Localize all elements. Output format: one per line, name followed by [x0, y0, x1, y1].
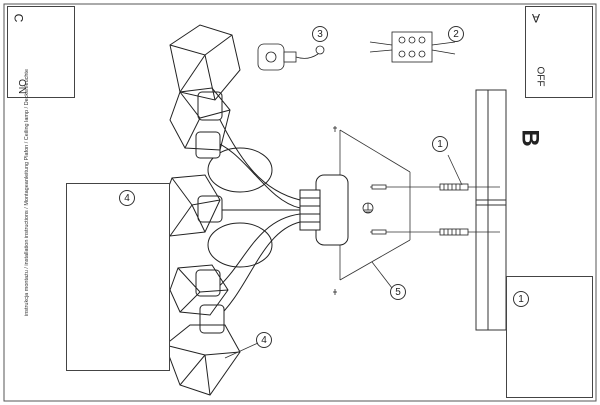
- dome-hooks: [333, 126, 337, 295]
- panel-letter: A: [532, 11, 541, 25]
- lamp-sockets: [195, 91, 225, 334]
- page-frame: [3, 3, 597, 402]
- step-number: 1: [513, 291, 529, 307]
- switch-state-label: OFF: [534, 66, 546, 87]
- section-letter-b: B: [516, 129, 544, 147]
- ground-connector-icon: [257, 43, 325, 71]
- callout-leaders: [224, 154, 463, 359]
- callout-1: 1: [432, 136, 448, 152]
- step-number: 4: [119, 190, 135, 206]
- multilingual-side-note: instrukcja montażu / installation instru…: [24, 68, 30, 316]
- panel-step-1: 1: [506, 276, 593, 398]
- ceiling-profile: [475, 89, 507, 331]
- terminal-block-icon: [369, 31, 456, 63]
- panel-letter: C: [11, 13, 26, 23]
- panel-c-switch-on: C ON: [7, 6, 75, 98]
- wire-shades: [159, 24, 241, 396]
- callout-2: 2: [448, 26, 464, 42]
- ceiling-canopy: [299, 174, 349, 246]
- callout-3: 3: [312, 26, 328, 42]
- panel-step-4: 4: [66, 183, 170, 371]
- screw-icon: [371, 183, 469, 236]
- ground-symbol-icon: [362, 202, 374, 214]
- callout-4: 4: [256, 332, 272, 348]
- light-switch-icon: [35, 19, 577, 81]
- callout-5: 5: [390, 284, 406, 300]
- panel-a-switch-off: A OFF: [525, 6, 593, 98]
